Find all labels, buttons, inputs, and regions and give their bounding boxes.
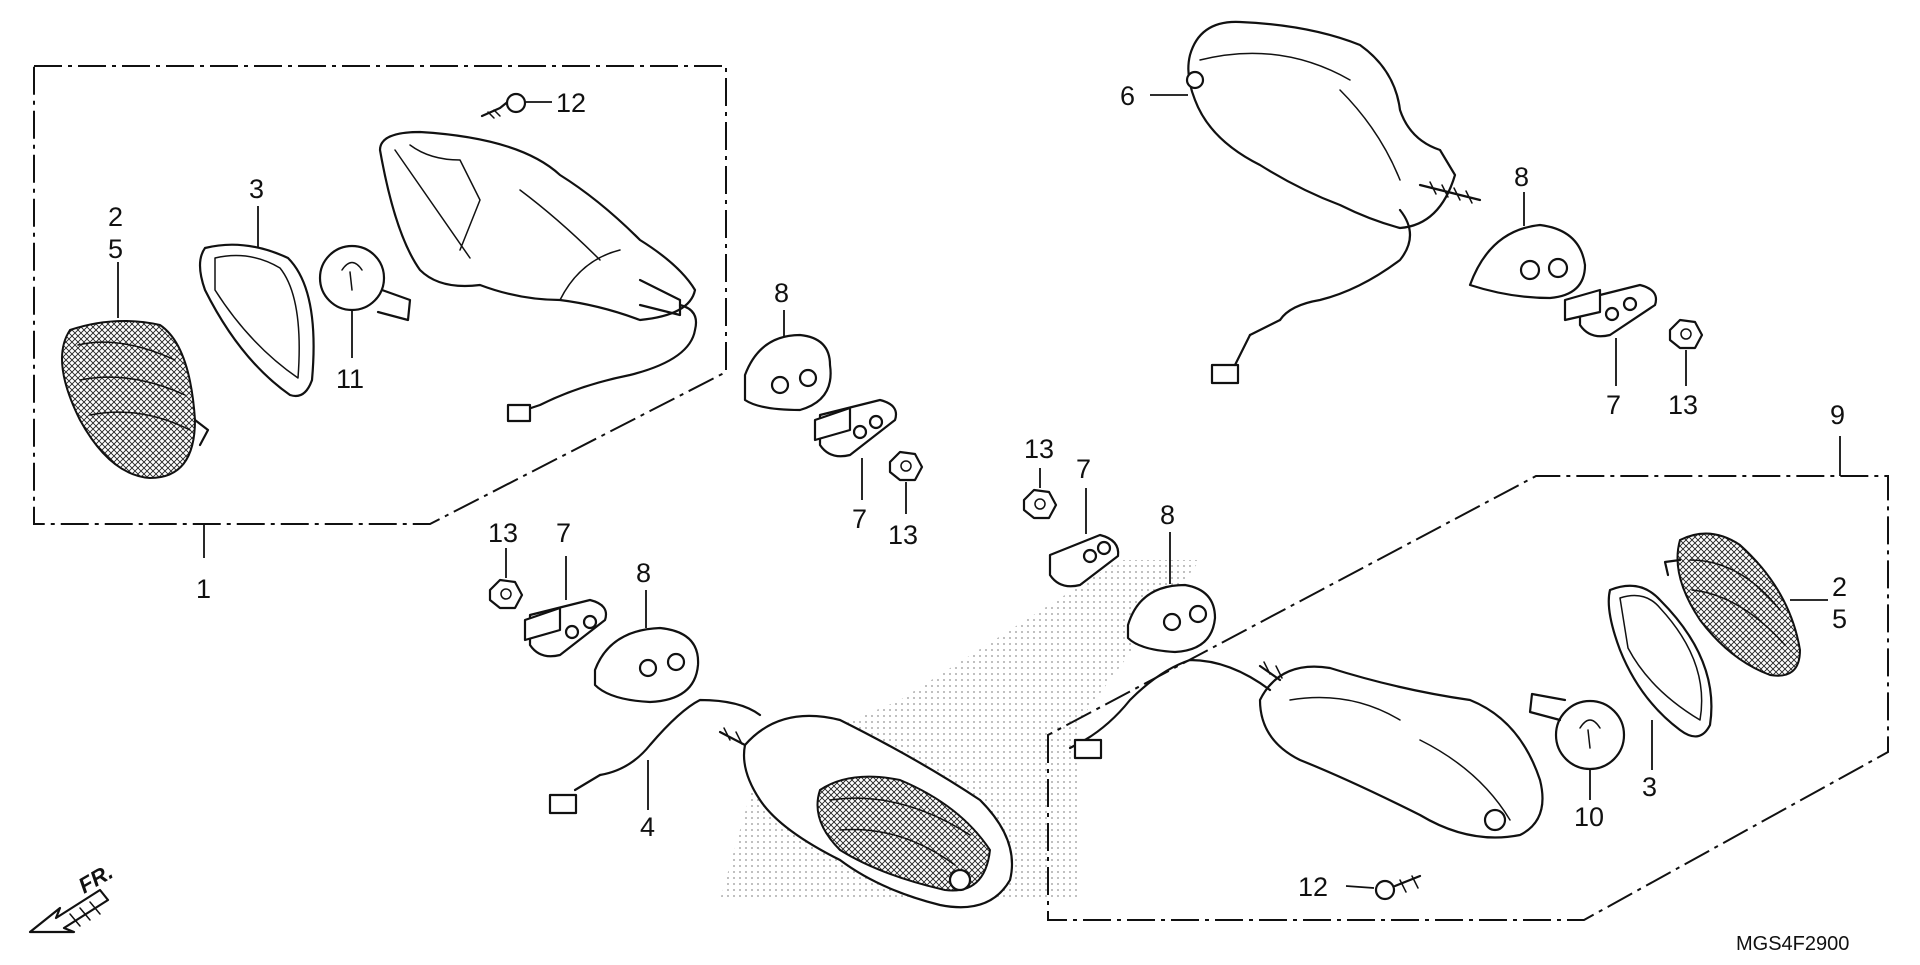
diagram-code: MGS4F2900: [1736, 933, 1849, 955]
callout-8-middle: 8: [774, 278, 789, 308]
callout-7-middle: 7: [852, 504, 867, 534]
callout-12-left: 12: [556, 88, 586, 118]
bulb-10: [1528, 692, 1626, 800]
callout-2-left: 2: [108, 202, 123, 232]
callout-11: 11: [336, 364, 364, 394]
callout-7-lower-left: 7: [556, 518, 571, 548]
screw-12-left: [480, 92, 552, 119]
callout-8-top-right: 8: [1514, 162, 1529, 192]
grommet-8-top-right: [1468, 192, 1587, 300]
turn-signal-housing-top-right: [1150, 20, 1482, 385]
collar-7-middle: [813, 398, 898, 500]
lens-gasket-right: [1607, 584, 1713, 770]
callout-6: 6: [1120, 81, 1135, 111]
callout-5-left: 5: [108, 234, 123, 264]
callout-13-top-right: 13: [1668, 390, 1698, 420]
turn-signal-lens-right: [1663, 532, 1828, 677]
screw-12-right: [1345, 874, 1422, 901]
grommet-8-lower-left: [593, 590, 700, 704]
collar-7-lower-left: [523, 556, 608, 658]
upper-middle-hardware: [1022, 468, 1217, 654]
callout-3-right: 3: [1642, 772, 1657, 802]
callout-13-lower-left: 13: [488, 518, 518, 548]
turn-signal-housing-left: [378, 130, 698, 423]
assembly-box-1: [33, 65, 727, 558]
callout-1: 1: [196, 574, 211, 604]
callout-13-upper-middle: 13: [1024, 434, 1054, 464]
callout-8-upper-middle: 8: [1160, 500, 1175, 530]
callout-2-right: 2: [1832, 572, 1847, 602]
callout-7-top-right: 7: [1606, 390, 1621, 420]
callout-9: 9: [1830, 400, 1845, 430]
callout-labels: 1 2 5 3 11 12 6 8 7 13 8 7 13 13 7 8 4 1…: [108, 81, 1847, 902]
callout-3-left: 3: [249, 174, 264, 204]
assembly-box-9: [1047, 436, 1889, 921]
callout-5-right: 5: [1832, 604, 1847, 634]
nut-13-top-right: [1668, 318, 1704, 386]
callout-4: 4: [640, 812, 655, 842]
callout-7-upper-middle: 7: [1076, 454, 1091, 484]
turn-signal-lens-left: [61, 262, 210, 480]
lens-gasket-left: [198, 206, 315, 398]
turn-signal-assembly-4: [548, 698, 1014, 909]
collar-7-top-right: [1563, 283, 1658, 386]
nut-13-lower-left: [488, 548, 524, 610]
callout-12-right: 12: [1298, 872, 1328, 902]
callout-10: 10: [1574, 802, 1604, 832]
bulb-11: [318, 244, 412, 358]
callout-13-middle: 13: [888, 520, 918, 550]
front-direction-arrow: [28, 888, 110, 934]
front-direction-label: FR.: [74, 859, 117, 898]
callout-8-lower-left: 8: [636, 558, 651, 588]
turn-signal-housing-lower-right: [1068, 658, 1544, 839]
nut-13-middle: [888, 450, 924, 514]
grommet-8-middle: [743, 310, 832, 412]
